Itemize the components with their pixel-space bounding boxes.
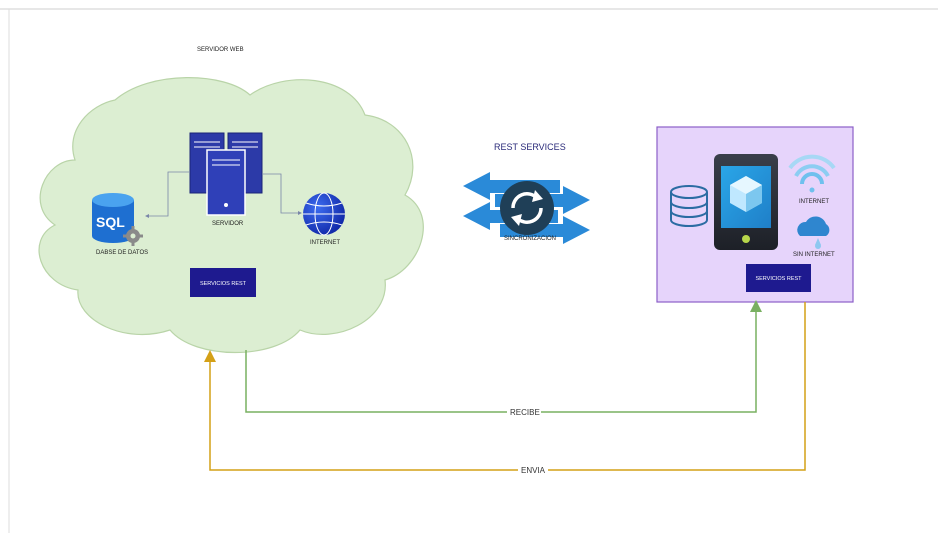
client-device-group: INTERNET SIN INTERNET SERVICIOS REST	[656, 126, 854, 303]
internet-globe-icon	[303, 192, 345, 236]
sql-database-icon: SQL	[92, 193, 134, 243]
local-database-icon	[670, 185, 708, 227]
send-label-bg	[518, 464, 548, 475]
database-label: DABSE DE DATOS	[96, 250, 148, 256]
rest-services-title: REST SERVICES	[494, 142, 566, 152]
client-rest-box	[746, 264, 811, 292]
send-label: ENVIA	[521, 466, 546, 475]
server-stack-icon	[189, 132, 263, 216]
receive-label-bg	[507, 406, 541, 417]
smartphone-icon	[714, 154, 778, 250]
server-label: SERVIDOR	[212, 221, 244, 227]
offline-cloud-icon	[797, 216, 830, 249]
client-internet-label: INTERNET	[799, 199, 829, 205]
gear-icon	[123, 226, 143, 246]
receive-connector	[245, 300, 762, 413]
wifi-icon	[788, 154, 836, 193]
client-rest-box-label: SERVICIOS REST	[755, 276, 802, 282]
sync-label: SINCRONIZACION	[504, 236, 556, 242]
internet-label: INTERNET	[310, 240, 340, 246]
server-cloud-group: SERVIDOR WEB SERVIDOR SQL	[38, 47, 424, 353]
server-title: SERVIDOR WEB	[197, 47, 244, 53]
sql-icon-text: SQL	[96, 214, 125, 230]
receive-label: RECIBE	[510, 408, 540, 417]
server-to-db-connector	[145, 171, 190, 218]
server-to-internet-connector	[262, 173, 302, 215]
no-internet-label: SIN INTERNET	[793, 252, 835, 258]
sync-arrows-icon	[463, 172, 590, 244]
send-connector	[204, 302, 806, 471]
server-rest-box	[190, 268, 256, 297]
server-rest-box-label: SERVICIOS REST	[200, 281, 247, 287]
